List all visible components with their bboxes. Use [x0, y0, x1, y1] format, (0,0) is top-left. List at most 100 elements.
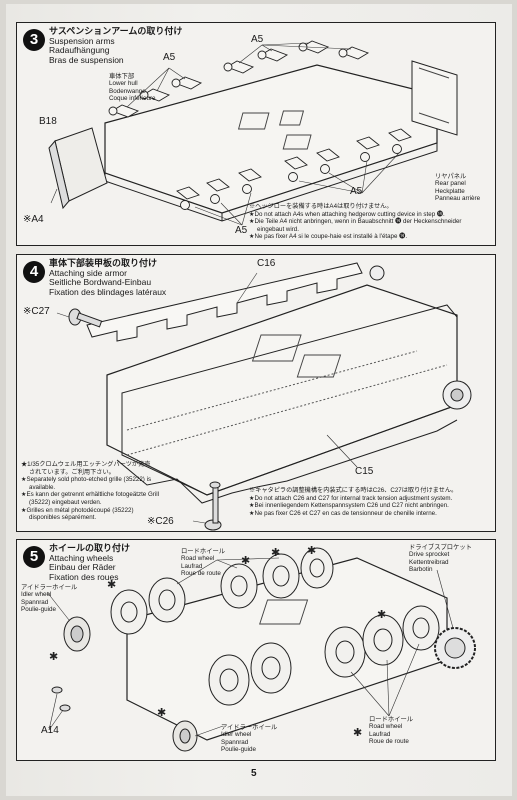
note-line: ★Do not attach C26 and C27 for internal … — [249, 494, 453, 502]
lower-hull-fr: Coque inférieure — [109, 95, 156, 103]
note-line: ★Es kann der getrennt erhältliche fotoge… — [21, 491, 159, 499]
cement-icon: ✱ — [377, 609, 387, 621]
cement-icon: ✱ — [353, 727, 363, 739]
note-line: (35222) eingebaut verden. — [29, 498, 102, 506]
note-line: ★Die Teile A4 nicht anbringen, wenn in B… — [249, 218, 462, 226]
step-3-panel: 3 サスペンションアームの取り付け Suspension arms Radauf… — [16, 22, 496, 246]
idler-wheel-de: Spannrad — [21, 598, 49, 606]
idler-wheel-left-label: アイドラーホイール Idler wheel Spannrad Poulie-gu… — [21, 584, 77, 614]
drive-sprocket-en: Drive sprocket — [409, 551, 450, 559]
idler-wheel-jp: アイドラーホイール — [21, 584, 78, 591]
part-label-a14: A14 — [41, 725, 59, 736]
part-label-a5-bottom: A5 — [235, 225, 248, 236]
rear-panel-label: リヤパネル Rear panel Heckplatte Panneau arri… — [435, 173, 480, 203]
side-armor-diagram — [56, 262, 472, 531]
part-label-a5-right: A5 — [350, 186, 363, 197]
part-label-a4: ※A4 — [23, 214, 44, 225]
drive-sprocket-fr: Barbotin — [409, 566, 433, 574]
road-wheel-en: Road wheel — [181, 555, 215, 563]
rear-panel-fr: Panneau arrière — [435, 195, 481, 203]
cement-icon: ✱ — [107, 579, 117, 591]
step-title: サスペンションアームの取り付け Suspension arms Radaufhä… — [49, 26, 183, 65]
title-fr: Bras de suspension — [49, 54, 124, 65]
idler-wheel-de: Spannrad — [221, 738, 249, 746]
note-line: eingebaut wird. — [257, 225, 299, 233]
drive-sprocket-label: ドライブスプロケット Drive sprocket Kettentreibrad… — [409, 544, 472, 574]
drive-sprocket-shape — [434, 627, 476, 669]
drive-sprocket-jp: ドライブスプロケット — [409, 544, 472, 551]
road-wheel-fr: Roue de route — [369, 738, 409, 746]
lower-hull-en: Lower hull — [109, 80, 138, 88]
road-wheel-de: Laufrad — [181, 562, 203, 570]
road-wheel-de: Laufrad — [369, 730, 391, 738]
title-en: Suspension arms — [49, 35, 115, 46]
suspension-diagram — [48, 40, 458, 226]
note-line: ★Bei innenliegendem Kettenspannsystem C2… — [249, 502, 449, 510]
part-label-c27: ※C27 — [23, 306, 50, 317]
cement-icon: ✱ — [241, 555, 251, 567]
lower-hull-label: 車体下部 Lower hull Bodenwanne Coque inférie… — [109, 73, 156, 103]
road-wheel-top-label: ロードホイール Road wheel Laufrad Roue de route — [181, 548, 225, 578]
step-number: 5 — [23, 546, 45, 568]
title-jp: サスペンションアームの取り付け — [49, 26, 183, 36]
title-de: Radaufhängung — [49, 45, 110, 55]
step4-right-notes: ※キャタピラの調整機構を内装式にする時はC26、C27は取り付けません。 ★Do… — [249, 487, 457, 517]
drive-sprocket-de: Kettentreibrad — [409, 558, 449, 566]
title-fr: Fixation des blindages latéraux — [49, 286, 167, 297]
note-line: ★Separately sold photo-etched grille (35… — [21, 476, 152, 484]
idler-wheel-jp: アイドラーホイール — [221, 724, 278, 731]
road-wheel-fr: Roue de route — [181, 570, 221, 578]
part-label-a5-top-left: A5 — [163, 52, 176, 63]
idler-wheel-en: Idler wheel — [21, 591, 52, 599]
title-en: Attaching side armor — [49, 267, 127, 278]
part-label-c26: ※C26 — [147, 516, 174, 527]
rear-panel-jp: リヤパネル — [435, 173, 467, 180]
title-jp: ホイールの取り付け — [49, 543, 131, 553]
step3-notes: ※ヘッジローを装備する時はA4は取り付けません。 ★Do not attach … — [249, 203, 462, 241]
part-label-a5-top: A5 — [251, 34, 264, 45]
note-line: ※キャタピラの調整機構を内装式にする時はC26、C27は取り付けません。 — [249, 487, 458, 494]
idler-wheel-fr: Poulie-guide — [221, 746, 257, 754]
part-label-c15: C15 — [355, 466, 374, 477]
cement-icon: ✱ — [307, 545, 317, 557]
rear-panel-de: Heckplatte — [435, 187, 465, 195]
road-wheel-en: Road wheel — [369, 723, 403, 731]
road-wheel-jp: ロードホイール — [369, 716, 414, 723]
title-en: Attaching wheels — [49, 552, 114, 563]
wheels-diagram — [46, 547, 476, 752]
step-number: 3 — [23, 29, 45, 51]
idler-wheel-en: Idler wheel — [221, 731, 252, 739]
step4-left-notes: ★1/35クロムウェル用エッチングパーツが発売 されています。ご利用下さい。 ★… — [21, 461, 159, 522]
step-title: 車体下部装甲板の取り付け Attaching side armor Seitli… — [49, 258, 167, 297]
lower-hull-de: Bodenwanne — [109, 87, 146, 95]
note-line: disponibles séparément. — [29, 514, 97, 522]
cement-icon: ✱ — [271, 547, 281, 559]
title-jp: 車体下部装甲板の取り付け — [49, 258, 158, 268]
road-wheel-jp: ロードホイール — [181, 548, 226, 555]
part-label-c16: C16 — [257, 258, 276, 269]
step-title: ホイールの取り付け Attaching wheels Einbau der Rä… — [49, 543, 131, 582]
note-line: ★Ne pas fixer A4 si le coupe-haie est in… — [249, 233, 408, 241]
idler-wheel-fr: Poulie-guide — [21, 606, 57, 614]
lower-hull-jp: 車体下部 — [109, 73, 135, 80]
road-wheel-bottom-label: ロードホイール Road wheel Laufrad Roue de route — [369, 716, 413, 746]
title-fr: Fixation des roues — [49, 571, 119, 582]
title-de: Einbau der Räder — [49, 562, 116, 572]
note-line: ★1/35クロムウェル用エッチングパーツが発売 — [21, 461, 151, 468]
note-line: available. — [29, 483, 56, 491]
step-5-panel: 5 ホイールの取り付け Attaching wheels Einbau der … — [16, 539, 496, 761]
note-line: ★Ne pas fixer C26 et C27 en cas de tensi… — [249, 509, 437, 517]
note-line: ※ヘッジローを装備する時はA4は取り付けません。 — [249, 203, 393, 210]
rear-panel-en: Rear panel — [435, 180, 466, 188]
idler-wheel-bottom-label: アイドラーホイール Idler wheel Spannrad Poulie-gu… — [221, 724, 277, 754]
note-line: されています。ご利用下さい。 — [29, 468, 115, 476]
page-number: 5 — [251, 768, 257, 779]
part-label-b18: B18 — [39, 116, 57, 127]
title-de: Seitliche Bordwand-Einbau — [49, 277, 152, 287]
cement-icon: ✱ — [49, 651, 59, 663]
step-4-panel: 4 車体下部装甲板の取り付け Attaching side armor Seit… — [16, 254, 496, 532]
note-line: ★Grilles en métal photodécoupé (35222) — [21, 506, 134, 514]
note-line: ★Do not attach A4s when attaching hedger… — [249, 210, 445, 218]
cement-icon: ✱ — [157, 707, 167, 719]
step-number: 4 — [23, 261, 45, 283]
